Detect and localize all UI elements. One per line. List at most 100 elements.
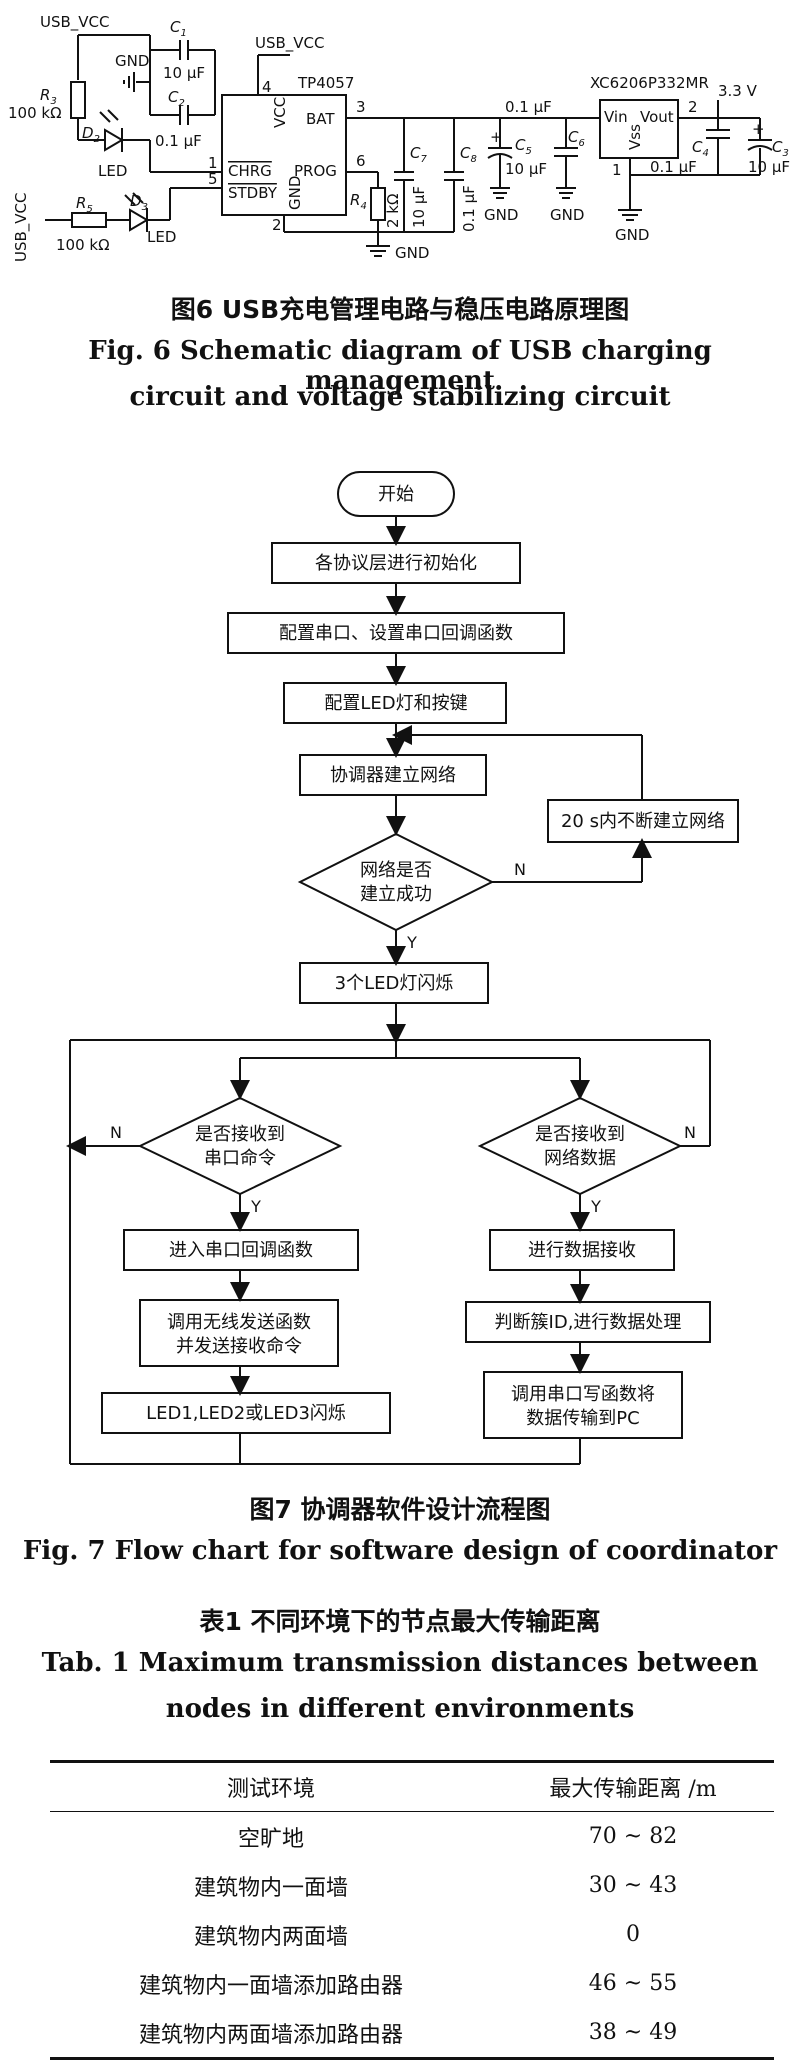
text-write-line1: 调用串口写函数将 [511,1384,655,1405]
label-c7-value: 10 μF [410,186,428,228]
label-led-1: LED [98,162,127,180]
label-c8-value: 0.1 μF [460,185,478,232]
cell-environment: 建筑物内一面墙添加路由器 [138,1973,403,1999]
label-c7: C7 [410,144,427,165]
table-row: 建筑物内两面墙 0 [50,1910,774,1959]
cell-environment: 建筑物内两面墙添加路由器 [50,2008,492,2060]
label-c4-value: 0.1 μF [650,158,697,176]
cell-environment: 建筑物内一面墙 [193,1875,348,1901]
text-check-line1: 网络是否 [360,860,432,881]
header-environment: 测试环境 [50,1760,492,1812]
text-led-flash: LED1,LED2或LED3闪烁 [146,1403,346,1424]
text-enter-callback: 进入串口回调函数 [169,1240,313,1261]
schematic-labels: USB_VCC USB_VCC USB_VCC GND C1 10 μF C2 … [8,13,790,262]
figure7-caption-en: Fig. 7 Flow chart for software design of… [22,1536,778,1566]
label-vout: Vout [640,108,674,126]
cell-environment: 建筑物内两面墙 [193,1924,348,1950]
edge-label-y-1: Y [406,933,417,952]
circuit-schematic: USB_VCC USB_VCC USB_VCC GND C1 10 μF C2 … [8,13,790,262]
label-usb-vcc-2: USB_VCC [255,34,325,53]
label-vcc: VCC [271,97,289,128]
label-pin3: 3 [356,98,366,116]
text-start: 开始 [378,484,414,505]
label-c1-value: 10 μF [163,64,205,82]
label-gnd-c6: GND [550,206,584,224]
label-c8: C8 [460,144,477,165]
cell-distance: 38 ~ 49 [492,2008,774,2060]
figure7-caption-cn: 图7 协调器软件设计流程图 [249,1495,551,1524]
edge-label-n-1: N [514,860,526,879]
label-c5: C5 [515,136,532,157]
text-init: 各协议层进行初始化 [315,553,477,574]
label-gnd-top: GND [115,52,149,70]
figure6-caption-en-line1: Fig. 6 Schematic diagram of USB charging… [88,336,712,396]
node-network-check [297,832,495,932]
node-network [299,754,487,796]
flowchart: 开始 各协议层进行初始化 配置串口、设置串口回调函数 配置LED灯和按键 协调器… [66,471,739,1465]
distance-table: 测试环境 最大传输距离 /m 空旷地 70 ~ 82 建筑物内一面墙 30 ~ … [50,1760,774,2060]
label-ic-gnd: GND [286,176,304,210]
figure6-caption-cn: 图6 USB充电管理电路与稳压电路原理图 [170,295,630,324]
figure6-caption-en-line2: circuit and voltage stabilizing circuit [129,382,671,412]
table-row: 空旷地 70 ~ 82 [50,1812,774,1862]
label-c4: C4 [692,138,709,159]
label-plus-c5: + [490,128,503,146]
text-recv-net-line1: 是否接收到 [535,1124,625,1145]
cell-distance: 70 ~ 82 [588,1824,678,1849]
text-recv-cmd-line2: 串口命令 [204,1148,276,1169]
label-3v3: 3.3 V [718,82,758,100]
label-r3-value: 100 kΩ [8,104,62,122]
text-led: 配置LED灯和按键 [324,693,467,714]
label-gnd-bottom: GND [395,244,429,262]
cell-distance: 46 ~ 55 [588,1971,678,1996]
text-data-recv: 进行数据接收 [528,1240,636,1261]
label-r5-value: 100 kΩ [56,236,110,254]
node-check-serial [137,1096,343,1196]
text-call-tx-line1: 调用无线发送函数 [167,1312,311,1333]
cell-distance: 0 [626,1922,640,1947]
label-plus-c3: + [752,120,765,138]
label-d2: D2 [82,124,100,145]
label-vin: Vin [604,108,628,126]
schematic-wires [45,34,773,257]
label-gnd-c5: GND [484,206,518,224]
label-pin4: 4 [262,78,272,96]
label-c1: C1 [170,18,187,39]
edge-label-n-3: N [684,1123,696,1142]
node-led-flash [101,1392,391,1434]
text-check-line2: 建立成功 [360,884,432,905]
edge-label-y-2: Y [250,1197,261,1216]
label-c5-top: 0.1 μF [505,98,552,116]
text-recv-net-line2: 网络数据 [544,1148,616,1169]
cell-distance: 30 ~ 43 [588,1873,678,1898]
table-row: 建筑物内一面墙 30 ~ 43 [50,1861,774,1910]
label-prog: PROG [294,162,337,180]
text-judge: 判断簇ID,进行数据处理 [495,1312,682,1333]
text-recv-cmd-line1: 是否接收到 [195,1124,285,1145]
label-c2-value: 0.1 μF [155,132,202,150]
node-judge [465,1301,711,1343]
label-usb-vcc: USB_VCC [40,13,110,32]
label-r4: R4 [350,191,367,212]
label-bat: BAT [306,110,335,128]
label-xc-pin2: 2 [688,98,698,116]
text-call-tx-line2: 并发送接收命令 [176,1336,302,1357]
label-tp4057: TP4057 [297,74,354,92]
text-network: 协调器建立网络 [330,765,456,786]
table1-caption-en-line2: nodes in different environments [165,1694,635,1724]
label-c3: C3 [772,138,789,159]
label-pin6: 6 [356,152,366,170]
label-r4-value: 2 kΩ [384,194,402,228]
label-pin5: 5 [208,170,218,188]
label-c5-value: 10 μF [505,160,547,178]
edge-label-n-2: N [110,1123,122,1142]
label-gnd-xc: GND [615,226,649,244]
label-chrg: CHRG [228,162,272,180]
label-c6: C6 [568,128,585,149]
node-data-recv [489,1229,675,1271]
text-write-line2: 数据传输到PC [526,1408,639,1429]
label-c3-value: 10 μF [748,158,790,176]
table-row: 建筑物内两面墙添加路由器 38 ~ 49 [50,2008,774,2060]
label-vss: Vss [626,124,644,150]
node-write-pc [483,1371,683,1439]
